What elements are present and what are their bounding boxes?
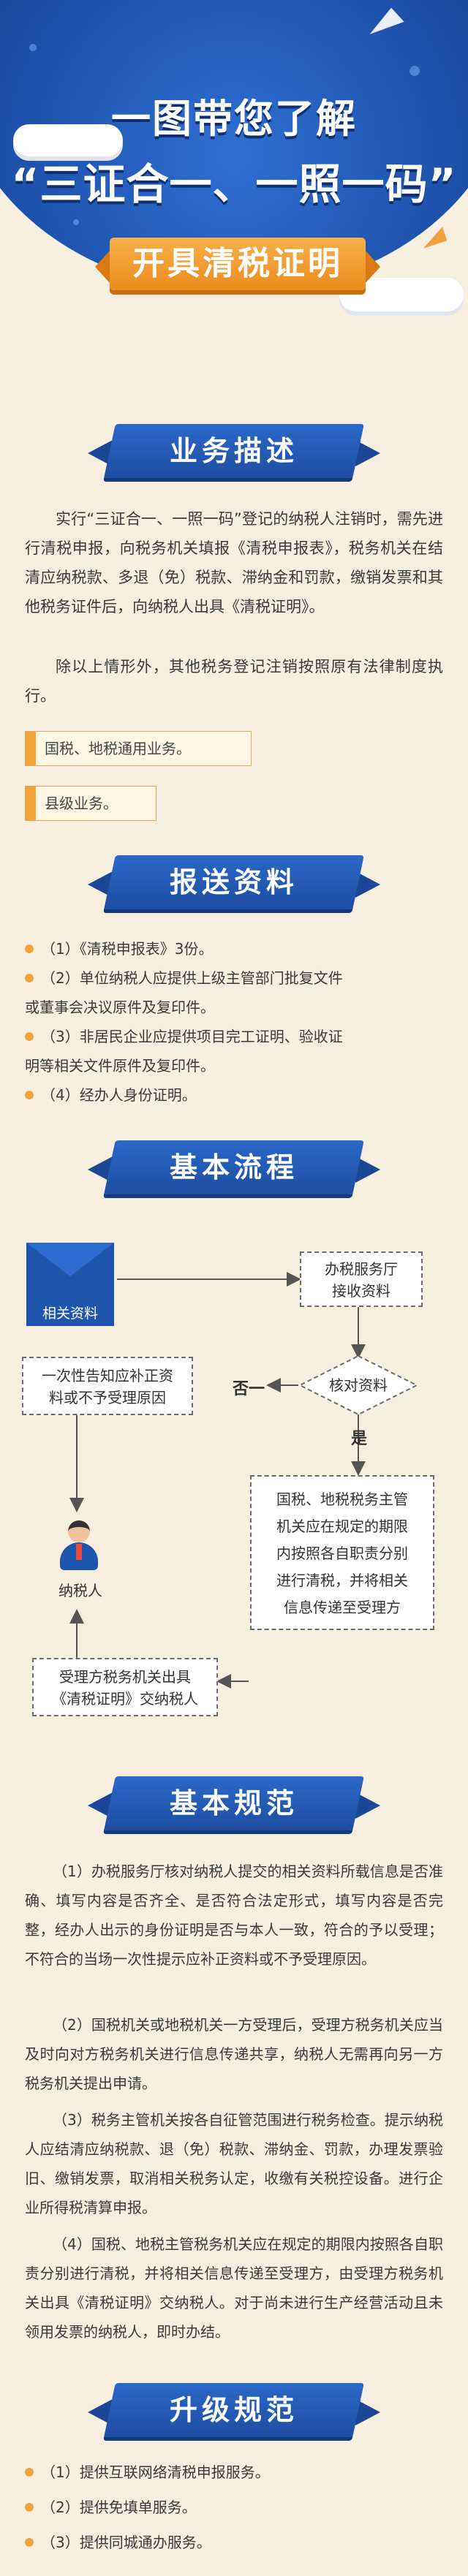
flow-label-taxpayer: 纳税人 — [58, 1582, 102, 1599]
section-heading-upgrade: 升级规范 — [88, 2383, 380, 2437]
flow-box-office: 办税服务厅 接收资料 — [300, 1251, 423, 1307]
flow-box-accept: 受理方税务机关出具 《清税证明》交纳税人 — [32, 1658, 218, 1716]
flow-box-notify: 一次性告知应补正资 料或不予受理原因 — [22, 1357, 193, 1415]
material-item-continued: 明等相关文件原件及复印件。 — [25, 1057, 215, 1075]
rule-paragraph-4: （4）国税、地税主管税务机关应在规定的期限内按照各自职责分别进行清税，并将相关信… — [25, 2235, 443, 2341]
flow-decision-label: 核对资料 — [329, 1376, 388, 1394]
section-heading-process: 基本流程 — [88, 1140, 380, 1194]
decor-dot — [29, 44, 37, 51]
bullet-icon — [25, 2467, 34, 2477]
business-paragraph-1: 实行“三证合一、一照一码”登记的纳税人注销时，需先进行清税申报，向税务机关填报《… — [25, 510, 443, 615]
process-flowchart: 相关资料 办税服务厅 接收资料 核对资料 否一 是 一次性告知应补正资 料或不予… — [0, 1213, 468, 1762]
tag-county-business: 县级业务。 — [25, 786, 156, 821]
cloud-icon — [13, 124, 123, 156]
flow-branch-yes: 是 — [351, 1430, 368, 1448]
section-heading-materials: 报送资料 — [88, 855, 380, 909]
material-item: （2）单位纳税人应提供上级主管部门批复文件 — [25, 963, 443, 993]
decor-dot — [73, 219, 79, 225]
bullet-icon — [25, 1090, 34, 1099]
bullet-icon — [25, 973, 34, 982]
business-paragraph-2: 除以上情形外，其他税务登记注销按照原有法律制度执行。 — [25, 658, 443, 705]
section-title: 报送资料 — [169, 866, 298, 898]
section-title: 业务描述 — [169, 435, 298, 467]
section-heading-rules: 基本规范 — [88, 1776, 380, 1830]
hero-banner: 一图带您了解 “三证合一、一照一码” 开具清税证明 — [0, 0, 468, 409]
section-title: 基本规范 — [169, 1787, 298, 1819]
flow-box-bureau: 国税、地税税务主管 机关应在规定的期限 内按照各自职责分别 进行清税，并将相关 … — [250, 1475, 434, 1630]
hero-title-line1: 一图带您了解 — [111, 96, 357, 142]
decor-dot — [410, 66, 420, 76]
bullet-icon — [25, 2502, 34, 2512]
flow-connectors — [69, 1272, 419, 1689]
flow-branch-no: 否一 — [233, 1380, 265, 1398]
tag-general-business: 国税、地税通用业务。 — [25, 731, 252, 766]
bullet-icon — [25, 1031, 34, 1041]
hero-title-line2: “三证合一、一照一码” — [11, 159, 457, 209]
rule-paragraph-2: （2）国税机关或地税机关一方受理后，受理方税务机关应当及时向对方税务机关进行信息… — [25, 2016, 443, 2092]
upgrade-item: （3）提供同城通办服务。 — [25, 2528, 443, 2557]
bullet-icon — [25, 2537, 34, 2547]
material-item-continued: 或董事会决议原件及复印件。 — [25, 999, 215, 1016]
hero-ribbon: 开具清税证明 — [95, 238, 380, 290]
bullet-icon — [25, 944, 34, 953]
envelope-icon — [26, 1243, 114, 1301]
decision-diamond — [298, 1355, 419, 1416]
upgrade-item: （1）提供互联网络清税申报服务。 — [25, 2458, 443, 2487]
taxpayer-avatar-icon — [57, 1520, 101, 1572]
material-item: （1）《清税申报表》3份。 — [25, 934, 443, 963]
section-heading-business: 业务描述 — [88, 424, 380, 478]
section-title: 升级规范 — [169, 2394, 298, 2426]
rule-paragraph-1: （1）办税服务厅核对纳税人提交的相关资料所载信息是否准确、填写内容是否齐全、是否… — [25, 1863, 443, 1968]
upgrade-item: （2）提供免填单服务。 — [25, 2493, 443, 2522]
material-item: （3）非居民企业应提供项目完工证明、验收证 — [25, 1022, 443, 1051]
material-item: （4）经办人身份证明。 — [25, 1080, 443, 1110]
section-title: 基本流程 — [169, 1151, 298, 1183]
rule-paragraph-3: （3）税务主管机关按各自征管范围进行税务检查。提示纳税人应结清应纳税款、退（免）… — [25, 2111, 443, 2216]
flow-label-materials: 相关资料 — [26, 1301, 114, 1326]
